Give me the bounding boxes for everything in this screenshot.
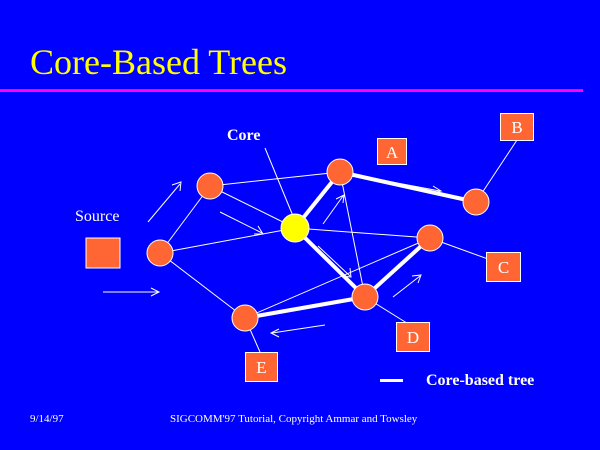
arrow-8-head xyxy=(269,328,280,338)
arrow-5 xyxy=(317,245,351,277)
router-source xyxy=(146,239,174,267)
arrow-5-head xyxy=(341,267,352,278)
legend-label: Core-based tree xyxy=(426,372,535,389)
core-label: Core xyxy=(227,127,261,144)
link-c-core xyxy=(294,227,431,239)
arrow-7 xyxy=(392,275,421,298)
label-box-d: D xyxy=(396,322,430,352)
label-box-b: B xyxy=(500,113,534,141)
legend-swatch xyxy=(380,379,403,382)
tree-core-d xyxy=(293,226,367,299)
arrow-1-head xyxy=(171,181,182,192)
router-c xyxy=(416,224,444,252)
source-label: Source xyxy=(75,208,120,225)
footer-copyright: SIGCOMM'97 Tutorial, Copyright Ammar and… xyxy=(170,413,418,425)
core-pointer xyxy=(264,147,294,217)
source-host xyxy=(85,237,121,269)
title-rule xyxy=(0,89,583,92)
footer-date: 9/14/97 xyxy=(30,413,64,425)
label-box-a: A xyxy=(377,138,407,165)
arrow-4 xyxy=(322,195,344,225)
network-nodes xyxy=(85,158,490,332)
core-router xyxy=(280,213,310,243)
link-a-d xyxy=(339,171,366,298)
arrow-2 xyxy=(219,211,263,234)
router-n1 xyxy=(196,172,224,200)
label-box-c: C xyxy=(486,252,521,282)
link-source-core xyxy=(159,227,296,254)
arrow-3-head xyxy=(150,287,161,297)
flow-arrows xyxy=(103,176,443,338)
arrow-1 xyxy=(147,183,181,223)
arrow-4-head xyxy=(335,194,345,204)
arrow-6-head xyxy=(431,185,443,194)
link-source-e xyxy=(159,252,246,319)
link-n1-core xyxy=(209,185,296,229)
arrow-6 xyxy=(364,176,441,192)
arrow-7-head xyxy=(411,274,422,284)
router-a xyxy=(326,158,354,186)
router-d xyxy=(351,283,379,311)
arrow-2-head xyxy=(254,225,264,235)
tree-a-b xyxy=(339,170,477,204)
link-source-n1 xyxy=(159,185,211,254)
link-c-e xyxy=(244,237,431,319)
router-b xyxy=(462,188,490,216)
arrow-8 xyxy=(271,324,326,334)
link-n1-a xyxy=(209,171,341,187)
router-e xyxy=(231,304,259,332)
label-box-e: E xyxy=(245,352,278,382)
tree-d-c xyxy=(363,236,432,299)
tree-d-e xyxy=(244,295,366,320)
slide-title: Core-Based Trees xyxy=(30,42,287,82)
